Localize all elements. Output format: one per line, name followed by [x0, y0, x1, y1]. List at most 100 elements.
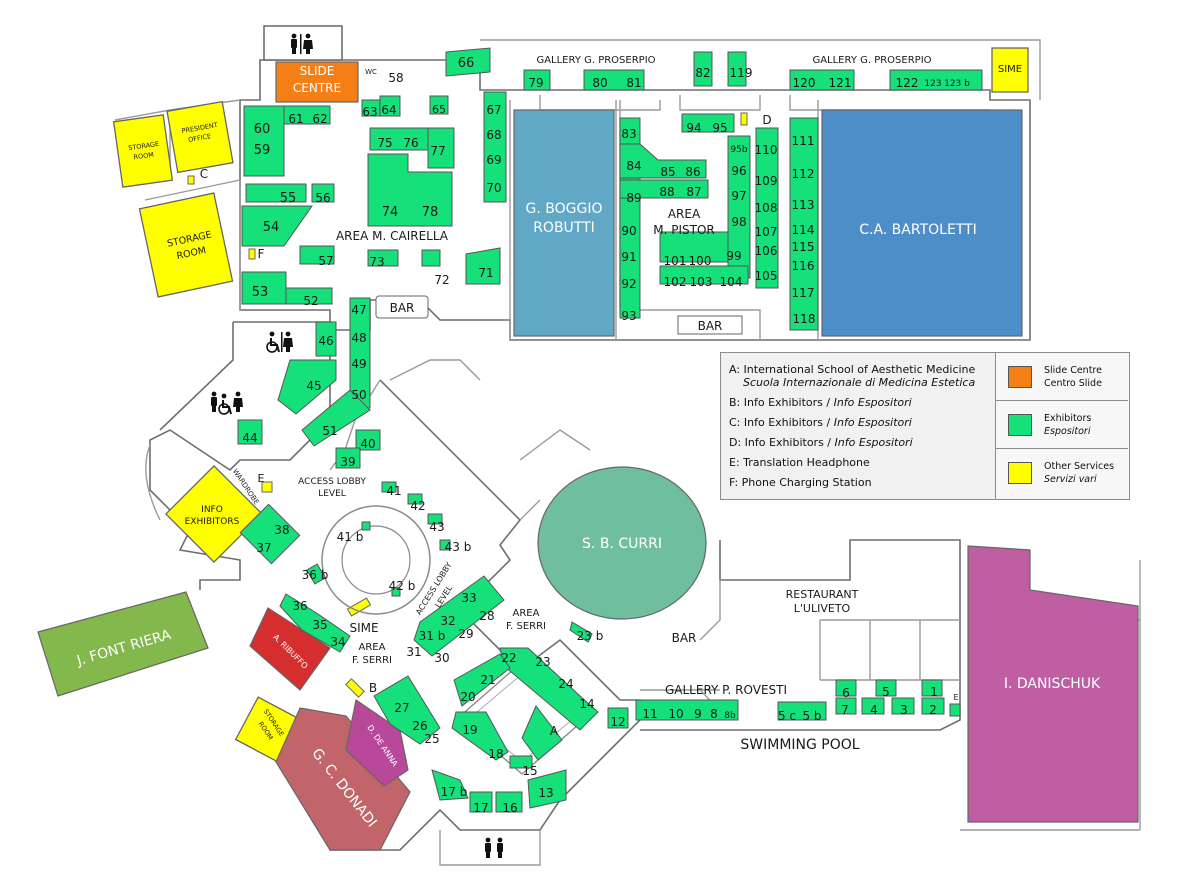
booth-number-label: 5 b	[802, 709, 821, 723]
booth-number-label: 120	[793, 76, 816, 90]
booth-number-label: 98	[731, 215, 746, 229]
booth-number-label: 32	[440, 614, 455, 628]
booth-number-label: 53	[252, 285, 269, 300]
booth-number-label: 60	[254, 122, 271, 137]
booth-number-label: 65	[432, 103, 446, 116]
swatch-exhibitors	[1008, 414, 1032, 436]
booth-number-label: 80	[592, 76, 607, 90]
key-slide-2: Centro Slide	[1044, 378, 1102, 389]
booth-number-label: 42	[410, 499, 425, 513]
booth-number-label: 122	[896, 76, 919, 90]
booth-number-label: 4	[870, 703, 878, 717]
info-exhibitors-box	[164, 464, 264, 564]
booth-number-label: 25	[424, 732, 439, 746]
booth-number-label: 20	[460, 690, 475, 704]
booth-number-label: 102	[664, 275, 687, 289]
booth-number-label: 123 b	[944, 79, 970, 89]
access-lobby-2: LEVEL	[318, 489, 346, 499]
area-serri-right-1: AREA	[513, 608, 540, 619]
restroom-icons	[211, 33, 503, 858]
legend-d-it: Info Espositori	[834, 436, 913, 449]
rotunda	[321, 505, 431, 615]
booth-number-label: 71	[478, 266, 493, 280]
bar-pistor: BAR	[698, 319, 723, 333]
booth-number-label: 75	[377, 136, 392, 150]
booth-number-label: 52	[303, 294, 318, 308]
gallery-left: GALLERY G. PROSERPIO	[536, 55, 655, 66]
booth-number-label: 82	[695, 66, 710, 80]
booth-number-label: 100	[689, 254, 712, 268]
hall-danischuk	[967, 545, 1139, 823]
hall-bartoletti	[821, 109, 1023, 337]
booth-number-label: 12	[610, 715, 625, 729]
storage-room-left	[112, 114, 174, 188]
booth-number-label: 79	[528, 76, 543, 90]
booth-number-label: 3	[900, 703, 908, 717]
booth-number-label: 8b	[724, 711, 736, 721]
booth-shapes	[237, 47, 983, 813]
legend-b: B: Info Exhibitors /	[729, 396, 834, 409]
booth-number-label: 81	[626, 76, 641, 90]
booth-number-label: 92	[621, 277, 636, 291]
booth-number-label: 123	[924, 79, 941, 89]
booth-number-label: 95	[712, 121, 727, 135]
booth-number-label: 14	[579, 697, 594, 711]
point-f: F	[258, 247, 265, 261]
hall-font-riera	[37, 591, 209, 697]
booth-number-label: 101	[664, 254, 687, 268]
booth-number-label: 90	[621, 224, 636, 238]
booth-number-label: 94	[686, 121, 701, 135]
booth-number-label: 70	[486, 181, 501, 195]
booth-number-label: 56	[315, 191, 330, 205]
accessible-restroom-icon	[211, 391, 243, 415]
slide-centre-label-1: SLIDE	[300, 64, 335, 78]
booth-number-label: 38	[274, 523, 289, 537]
booth-number-label: 117	[792, 286, 815, 300]
restaurant-1: RESTAURANT	[786, 588, 859, 601]
restroom-icon	[291, 33, 313, 54]
point-a: A	[550, 724, 559, 738]
hall-label-boggio-1: G. BOGGIO	[526, 201, 603, 217]
booth-number-label: 17 b	[441, 785, 468, 799]
booth-number-label: 69	[486, 153, 501, 167]
booth-number-label: 18	[488, 747, 503, 761]
restroom-icon	[485, 837, 503, 858]
booth-number-label: 66	[458, 56, 475, 71]
booth-number-label: 36 b	[302, 568, 329, 582]
booth-number-label: 19	[462, 723, 477, 737]
booth-number-label: 13	[538, 786, 553, 800]
booth-number-label: 57	[318, 254, 333, 268]
sime-mid: SIME	[349, 621, 378, 635]
booth-number-label: 41	[386, 484, 401, 498]
access-lobby-1: ACCESS LOBBY	[298, 477, 366, 487]
booth-number-label: 54	[263, 220, 280, 235]
booth-number-label: 119	[730, 66, 753, 80]
point-e2: E	[953, 693, 958, 702]
booth-number-label: 11	[642, 707, 657, 721]
booth-number-label: 26	[412, 719, 427, 733]
booth-number-label: 96	[731, 164, 746, 178]
booth-number-label: 105	[755, 269, 778, 283]
booth-number-label: 42 b	[389, 579, 416, 593]
booth-number-label: 23 b	[577, 629, 604, 643]
booth-number-label: 9	[694, 707, 702, 721]
key-other-2: Servizi vari	[1044, 474, 1097, 485]
booth-number-label: 47	[351, 303, 366, 317]
area-serri-left-1: AREA	[359, 642, 386, 653]
hall-label-danischuk: I. DANISCHUK	[1004, 676, 1101, 692]
booth-number-label: 86	[685, 165, 700, 179]
booth-number-label: 118	[793, 312, 816, 326]
hall-label-curri: S. B. CURRI	[582, 536, 662, 552]
booth-number-label: 50	[351, 388, 366, 402]
booth-number-label: 22	[501, 651, 516, 665]
booth-number-label: 35	[312, 618, 327, 632]
booth-number-label: 10	[668, 707, 683, 721]
sime-top: SIME	[998, 64, 1022, 75]
gallery-rovesti: GALLERY P. ROVESTI	[665, 683, 787, 697]
booth-number-label: 97	[731, 189, 746, 203]
wc-label: WC	[365, 68, 377, 76]
booth-number-label: 116	[792, 259, 815, 273]
booth-number-label: 89	[626, 191, 641, 205]
